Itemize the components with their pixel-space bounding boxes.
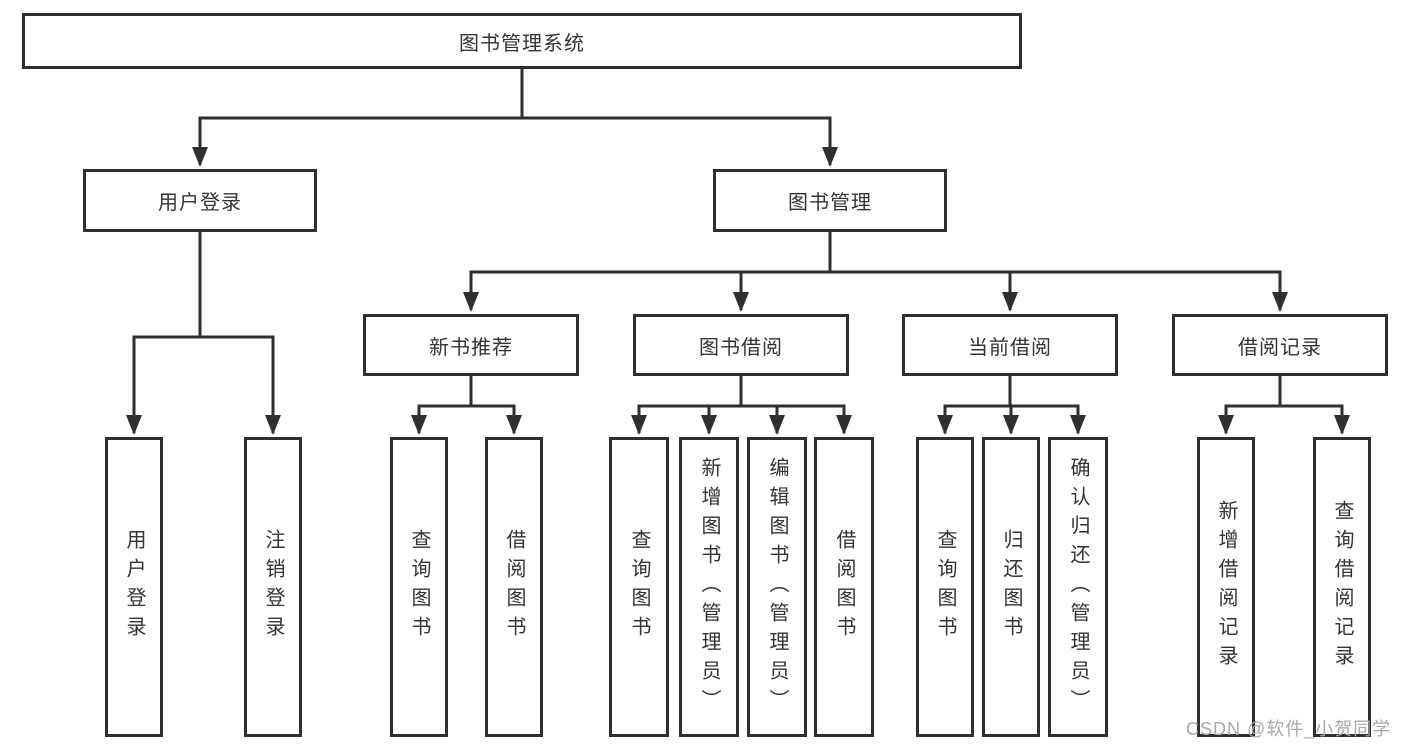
leaf-label: 新增借阅记录 xyxy=(1215,500,1237,674)
leaf-label: 查询借阅记录 xyxy=(1331,500,1353,674)
watermark: CSDN @软件_小贺同学 xyxy=(1186,719,1392,739)
node-new-book-recommend: 新书推荐 xyxy=(363,314,579,376)
leaf-label: 编辑图书（管理员） xyxy=(766,456,788,718)
connector-newbook-to-leaves xyxy=(411,376,522,435)
leaf-label: 借阅图书 xyxy=(503,529,525,645)
leaf-label: 借阅图书 xyxy=(833,529,855,645)
leaf-query-books-recommend: 查询图书 xyxy=(390,437,448,737)
node-library-management-system: 图书管理系统 xyxy=(22,13,1022,69)
leaf-logout: 注销登录 xyxy=(244,437,302,737)
connector-management-to-groups xyxy=(463,232,1288,312)
leaf-label: 注销登录 xyxy=(262,529,284,645)
node-book-management: 图书管理 xyxy=(713,169,947,232)
node-label: 用户登录 xyxy=(158,192,242,214)
node-label: 当前借阅 xyxy=(968,336,1052,359)
leaf-label: 查询图书 xyxy=(628,529,650,645)
node-label: 图书管理 xyxy=(788,192,872,214)
leaf-add-books-admin: 新增图书（管理员） xyxy=(679,437,739,737)
leaf-label: 查询图书 xyxy=(934,529,956,645)
node-label: 图书管理系统 xyxy=(459,32,585,55)
leaf-user-login: 用户登录 xyxy=(105,437,163,737)
connector-borrow-to-leaves xyxy=(631,376,852,435)
leaf-label: 确认归还（管理员） xyxy=(1067,456,1089,718)
leaf-label: 归还图书 xyxy=(1000,529,1022,645)
connector-current-to-leaves xyxy=(937,376,1086,435)
connector-root-to-level2 xyxy=(192,69,838,167)
leaf-return-books: 归还图书 xyxy=(982,437,1040,737)
leaf-label: 新增图书（管理员） xyxy=(698,456,720,718)
node-current-borrow: 当前借阅 xyxy=(902,314,1118,376)
leaf-confirm-return-admin: 确认归还（管理员） xyxy=(1048,437,1108,737)
connector-records-to-leaves xyxy=(1218,376,1350,435)
leaf-add-borrow-record: 新增借阅记录 xyxy=(1197,437,1255,737)
leaf-label: 用户登录 xyxy=(123,529,145,645)
node-borrow-records: 借阅记录 xyxy=(1172,314,1388,376)
node-user-login: 用户登录 xyxy=(83,169,317,232)
leaf-query-borrow-record: 查询借阅记录 xyxy=(1313,437,1371,737)
node-book-borrow: 图书借阅 xyxy=(633,314,849,376)
leaf-query-books-borrow: 查询图书 xyxy=(609,437,669,737)
node-label: 图书借阅 xyxy=(699,336,783,359)
connector-login-to-leaves xyxy=(126,232,281,435)
node-label: 新书推荐 xyxy=(429,336,513,359)
leaf-edit-books-admin: 编辑图书（管理员） xyxy=(747,437,807,737)
leaf-borrow-books: 借阅图书 xyxy=(814,437,874,737)
leaf-query-books-current: 查询图书 xyxy=(916,437,974,737)
node-label: 借阅记录 xyxy=(1238,336,1322,359)
leaf-label: 查询图书 xyxy=(408,529,430,645)
leaf-borrow-books-recommend: 借阅图书 xyxy=(485,437,543,737)
